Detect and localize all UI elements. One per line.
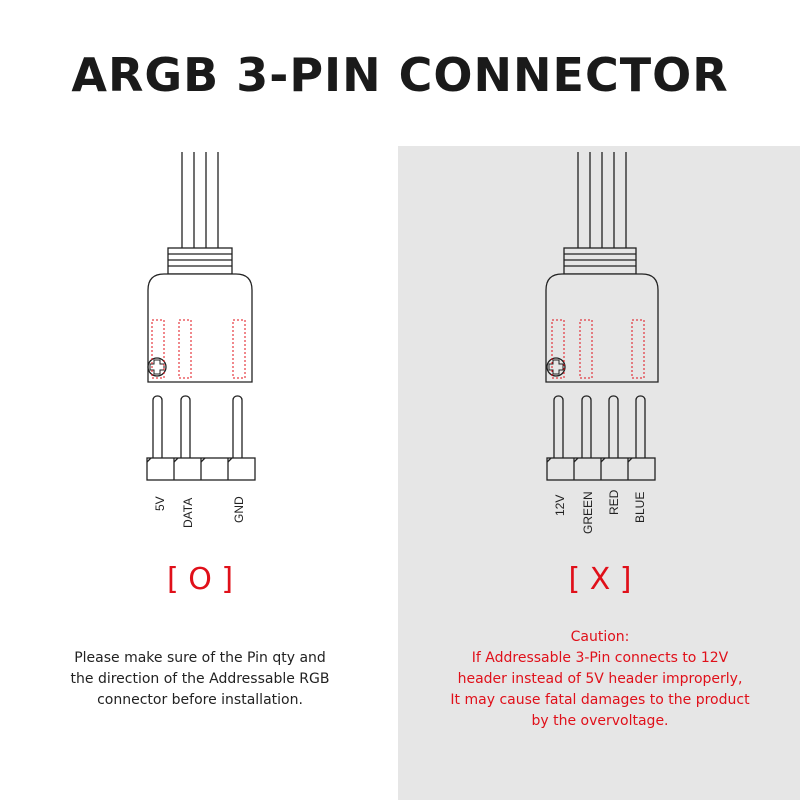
pin-label-5v: 5V [153, 496, 167, 511]
pin-label-12v: 12V [553, 494, 567, 516]
pin-label-gnd: GND [232, 496, 246, 523]
pin-label-data: DATA [181, 497, 195, 528]
caution-note-line: It may cause fatal damages to the produc… [450, 692, 750, 708]
caution-note: Caution: If Addressable 3-Pin connects t… [400, 627, 800, 732]
installation-note: Please make sure of the Pin qty and the … [30, 648, 370, 711]
incorrect-mark: [ X ] [568, 562, 632, 597]
caution-note-line: If Addressable 3-Pin connects to 12V [471, 650, 729, 666]
page-title: ARGB 3-PIN CONNECTOR [71, 48, 729, 102]
pin-label-blue: BLUE [633, 491, 647, 523]
installation-note-line: connector before installation. [97, 692, 303, 708]
pin-label-red: RED [607, 489, 621, 515]
correct-mark: [ O ] [166, 562, 234, 597]
caution-note-line: header instead of 5V header improperly, [457, 671, 743, 687]
caution-note-line: by the overvoltage. [531, 713, 669, 729]
installation-note-line: the direction of the Addressable RGB [70, 671, 330, 687]
installation-note-line: Please make sure of the Pin qty and [74, 650, 326, 666]
caution-heading: Caution: [570, 629, 630, 645]
pin-label-green: GREEN [581, 491, 595, 534]
